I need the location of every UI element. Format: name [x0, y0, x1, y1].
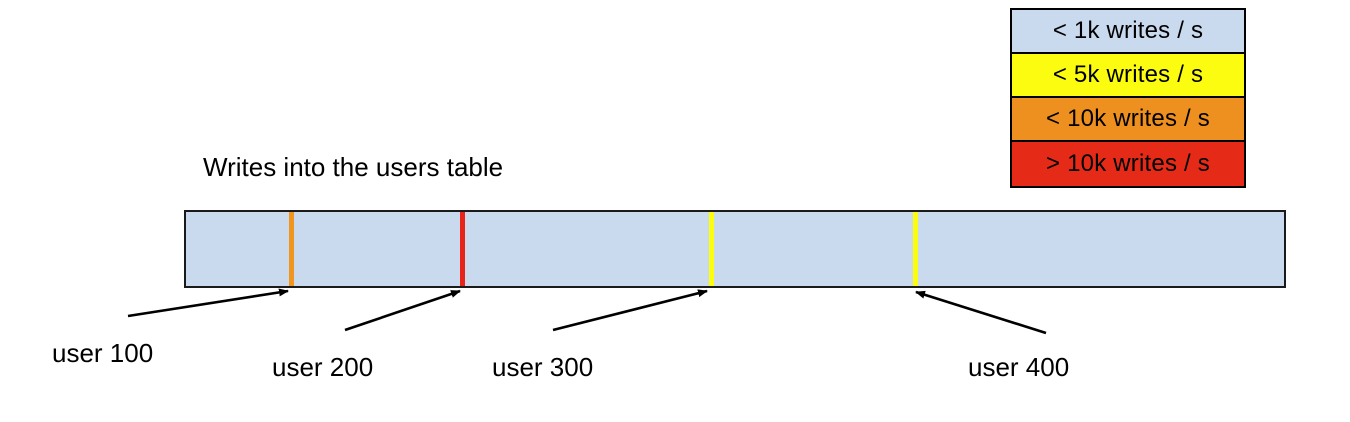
axis-label-user-100: user 100 [52, 338, 154, 368]
legend-row-over-10k: > 10k writes / s [1012, 142, 1244, 186]
axis-label-user-300: user 300 [492, 352, 594, 382]
legend-row-under-1k: < 1k writes / s [1012, 10, 1244, 54]
marker-user-300 [709, 212, 714, 286]
arrow-user-100 [127, 288, 289, 318]
legend-label-under-10k: < 10k writes / s [1046, 105, 1210, 132]
legend-label-over-10k: > 10k writes / s [1046, 150, 1210, 177]
arrow-user-300 [552, 289, 708, 332]
axis-label-user-400: user 400 [968, 352, 1070, 382]
legend-row-under-10k: < 10k writes / s [1012, 98, 1244, 142]
axis-label-user-200: user 200 [272, 352, 374, 382]
marker-user-200 [460, 212, 465, 286]
legend-label-under-5k: < 5k writes / s [1052, 61, 1204, 88]
marker-user-400 [913, 212, 918, 286]
marker-user-100 [289, 212, 294, 286]
legend-label-under-1k: < 1k writes / s [1052, 17, 1204, 44]
legend: < 1k writes / s < 5k writes / s < 10k wr… [1010, 8, 1246, 188]
users-table-bar [184, 210, 1286, 288]
arrow-user-200 [344, 289, 461, 332]
arrow-user-400 [915, 290, 1047, 335]
legend-row-under-5k: < 5k writes / s [1012, 54, 1244, 98]
chart-title: Writes into the users table [203, 152, 504, 182]
